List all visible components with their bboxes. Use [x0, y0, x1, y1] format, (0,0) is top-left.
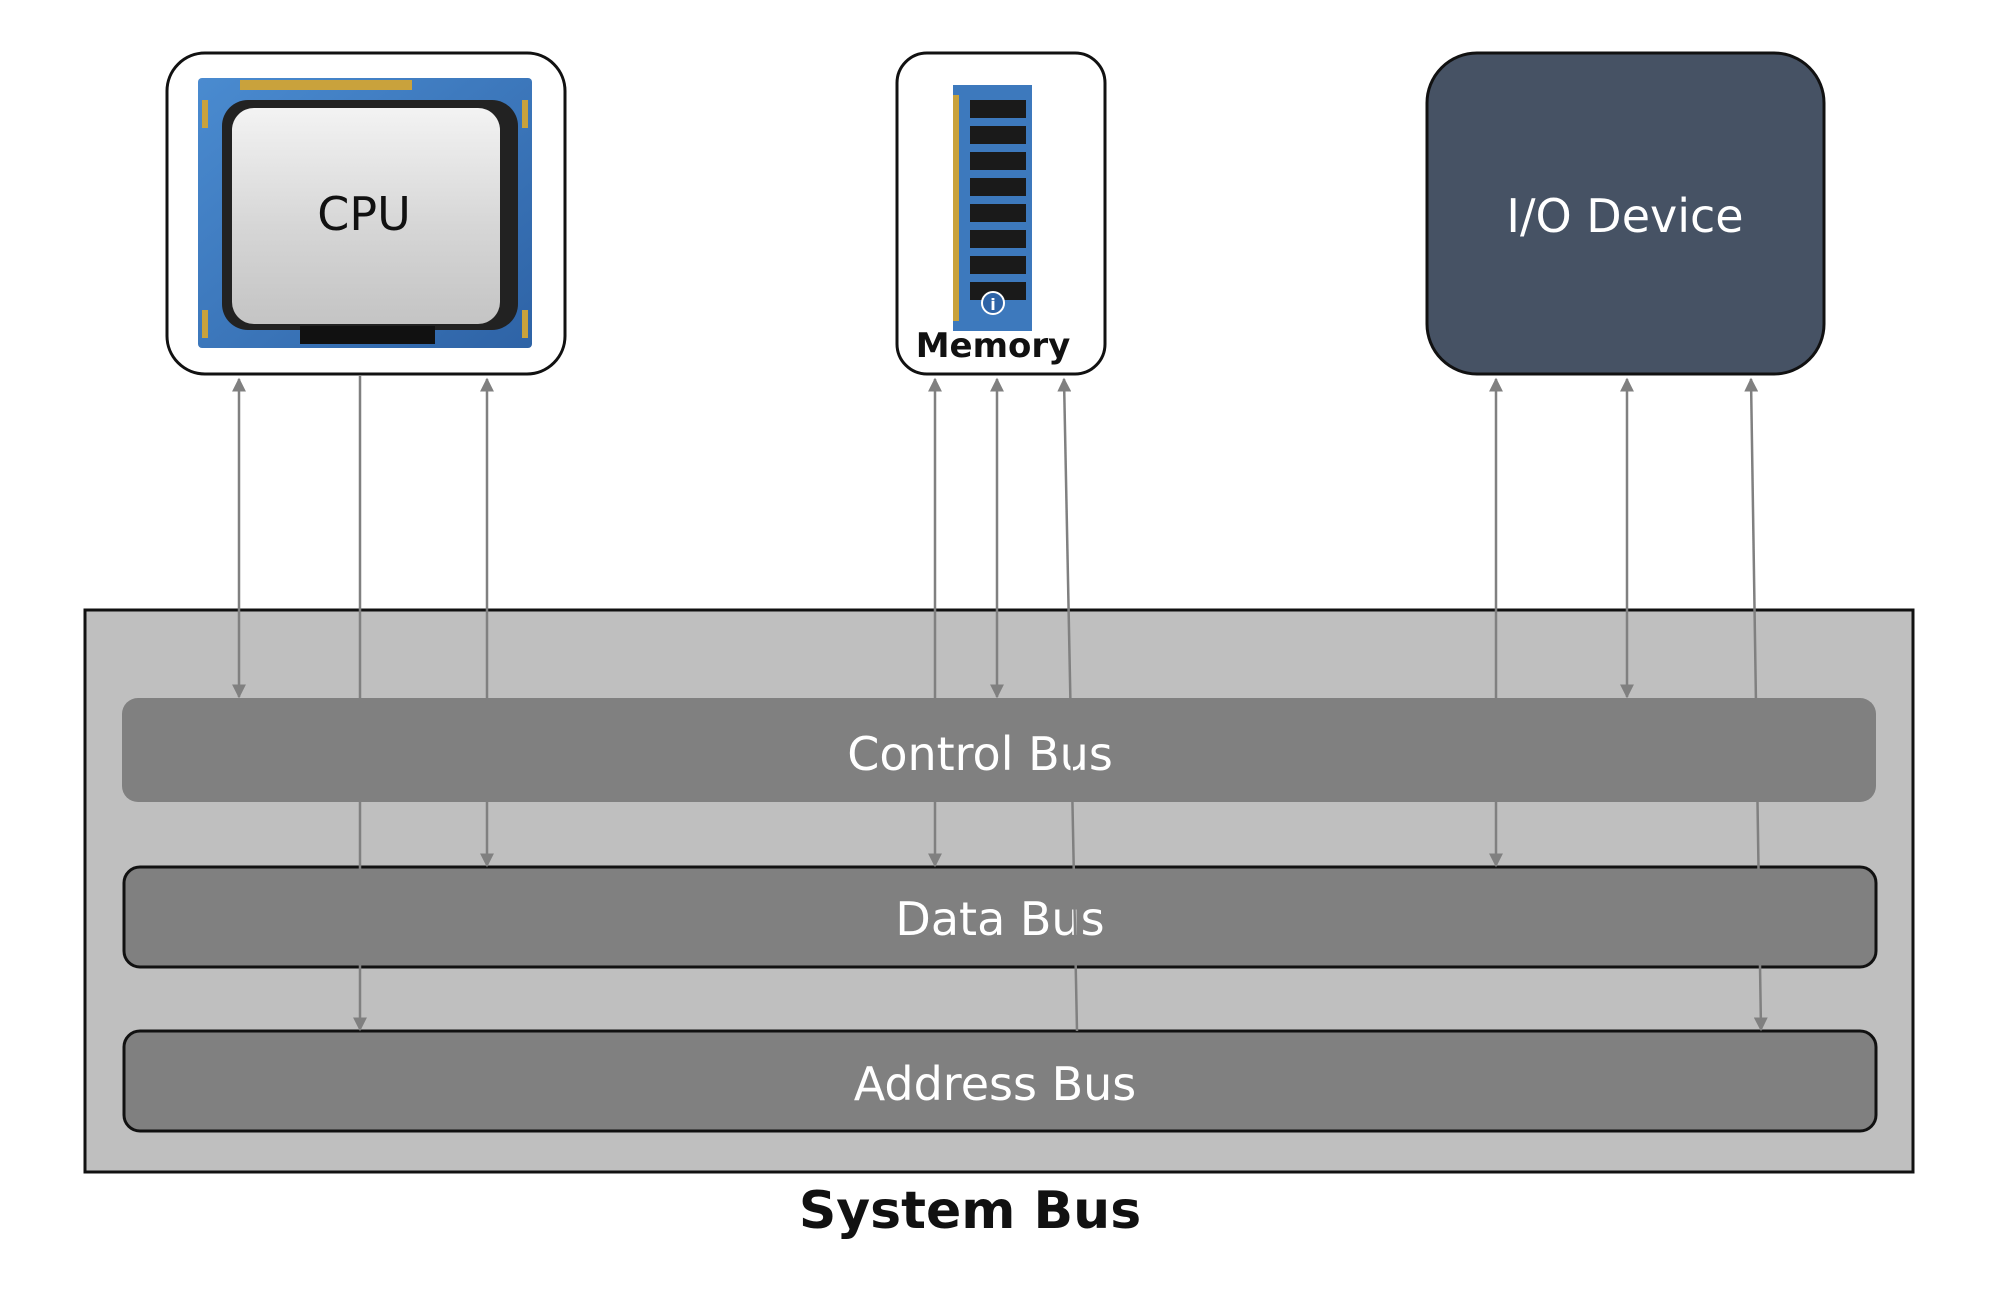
- control-bus: Control Bus: [122, 698, 1876, 802]
- io-device-label: I/O Device: [1506, 189, 1743, 243]
- address-bus-label: Address Bus: [854, 1057, 1137, 1111]
- io-device-component: I/O Device: [1425, 51, 1826, 376]
- cpu-label: CPU: [317, 187, 411, 241]
- io-address-connector: [1744, 377, 1768, 1032]
- cpu-chip-icon: [198, 78, 532, 348]
- svg-text:i: i: [990, 295, 995, 314]
- memory-component: i Memory: [895, 51, 1107, 376]
- cpu-component: CPU: [165, 51, 567, 376]
- address-bus: Address Bus: [122, 1029, 1878, 1133]
- connector-lines: [232, 376, 1768, 1032]
- data-bus: Data Bus: [122, 865, 1878, 969]
- system-bus-label: System Bus: [799, 1181, 1141, 1241]
- data-bus-label: Data Bus: [895, 892, 1104, 946]
- memory-address-connector: [1057, 377, 1079, 1032]
- control-bus-label: Control Bus: [847, 727, 1113, 781]
- ram-module-icon: i: [953, 85, 1032, 331]
- memory-label: Memory: [916, 326, 1071, 366]
